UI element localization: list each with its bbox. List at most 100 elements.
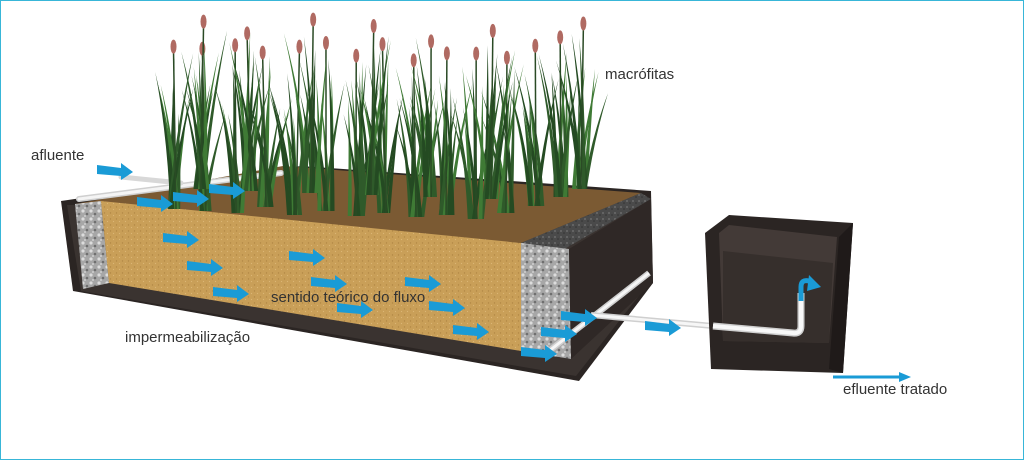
outlet-chamber bbox=[705, 215, 853, 373]
reed-leaf bbox=[381, 93, 404, 213]
reed-flower-head bbox=[232, 38, 239, 53]
reed-leaf bbox=[314, 56, 327, 193]
flow-arrow bbox=[541, 325, 577, 342]
reed-flower-head bbox=[379, 37, 386, 52]
reed-leaf bbox=[399, 98, 423, 217]
reed-leaf bbox=[562, 43, 582, 189]
reed-clump bbox=[354, 19, 391, 196]
reed-stem bbox=[200, 25, 205, 190]
reed-leaf bbox=[267, 98, 293, 207]
reed-leaf bbox=[214, 84, 240, 213]
reed-clump bbox=[155, 39, 194, 210]
reed-flower-head bbox=[580, 16, 587, 31]
flow-arrows bbox=[97, 163, 821, 362]
reed-leaf bbox=[219, 97, 236, 213]
flow-arrow bbox=[645, 319, 681, 336]
reed-flower-head bbox=[322, 35, 329, 50]
reed-leaf bbox=[439, 60, 448, 216]
reed-flower-head bbox=[370, 19, 377, 34]
chamber-riser-pipe bbox=[712, 293, 805, 337]
reed-leaf bbox=[490, 56, 513, 200]
reed-stem bbox=[172, 50, 177, 210]
reed-leaf bbox=[229, 42, 252, 191]
flow-arrow bbox=[453, 323, 489, 340]
reed-leaf bbox=[245, 84, 270, 191]
reed-leaf bbox=[462, 107, 478, 219]
flow-arrow bbox=[429, 299, 465, 316]
reed-leaf bbox=[582, 93, 609, 189]
reed-stem bbox=[261, 56, 267, 208]
reed-leaf bbox=[536, 56, 559, 197]
reed-leaf bbox=[271, 90, 295, 215]
reed-clump bbox=[229, 26, 270, 192]
reed-flower-head bbox=[489, 23, 496, 38]
reed-clump bbox=[181, 14, 228, 190]
reed-leaf bbox=[452, 96, 472, 219]
reed-stem bbox=[381, 48, 387, 214]
reed-leaf bbox=[386, 106, 401, 213]
flow-arrow bbox=[405, 275, 441, 292]
reed-leaf bbox=[155, 71, 175, 209]
reed-leaf bbox=[247, 105, 273, 207]
liner-label: impermeabilização bbox=[125, 329, 251, 346]
reed-leaf bbox=[462, 66, 473, 219]
chamber-flow-arrowhead bbox=[807, 275, 821, 291]
reed-leaf bbox=[438, 97, 458, 215]
reed-stem bbox=[310, 23, 314, 194]
reed-leaf bbox=[295, 93, 307, 193]
reed-clump bbox=[480, 50, 524, 214]
reed-flower-head bbox=[410, 53, 417, 68]
reed-clump bbox=[536, 30, 579, 198]
reed-flower-head bbox=[473, 46, 480, 61]
reed-clump bbox=[433, 46, 473, 216]
reed-leaf bbox=[354, 82, 367, 195]
reed-leaf bbox=[366, 48, 381, 196]
reed-stem bbox=[445, 57, 448, 216]
flow-arrow bbox=[173, 190, 209, 207]
reed-leaf bbox=[356, 77, 371, 195]
reed-leaf bbox=[396, 98, 413, 217]
plants-label: macrófitas bbox=[605, 66, 675, 83]
reed-leaf bbox=[465, 75, 490, 199]
reed-leaf bbox=[492, 81, 513, 199]
reed-flower-head bbox=[200, 14, 207, 29]
reed-leaf bbox=[328, 58, 335, 211]
reed-clump bbox=[465, 23, 516, 200]
reed-flower-head bbox=[170, 39, 177, 54]
reed-flower-head bbox=[503, 50, 510, 65]
inlet-label: afluente bbox=[31, 147, 85, 164]
reed-flower-head bbox=[532, 38, 539, 53]
reed-leaf bbox=[167, 53, 194, 210]
flow-arrow bbox=[209, 182, 245, 199]
reed-clump bbox=[283, 12, 327, 194]
effluent-arrow bbox=[833, 372, 911, 382]
reed-stem bbox=[370, 30, 375, 196]
flow-arrow bbox=[187, 259, 223, 276]
reed-flower-head bbox=[244, 26, 251, 41]
flow-arrow bbox=[163, 231, 199, 248]
flow-arrow bbox=[337, 301, 373, 318]
reed-flower-head bbox=[443, 46, 450, 61]
flow-arrow bbox=[137, 195, 173, 212]
reed-clump bbox=[509, 38, 559, 207]
reed-stem bbox=[246, 37, 252, 192]
reed-leaf bbox=[362, 99, 389, 213]
reed-leaf bbox=[538, 54, 563, 197]
effluent-label: efluente tratado bbox=[843, 381, 948, 398]
reed-stem bbox=[534, 49, 537, 207]
reed-flower-head bbox=[557, 30, 564, 45]
reed-flower-head bbox=[353, 48, 360, 63]
reed-leaf bbox=[373, 36, 389, 196]
reed-stem bbox=[412, 64, 417, 218]
reed-flower-head bbox=[428, 34, 435, 49]
reed-leaf bbox=[426, 99, 439, 197]
reed-leaf bbox=[522, 105, 534, 206]
reed-flower-head bbox=[259, 45, 266, 60]
reed-leaf bbox=[410, 75, 415, 217]
reed-clump bbox=[409, 34, 439, 198]
reed-leaf bbox=[345, 79, 365, 216]
reed-leaf bbox=[534, 79, 559, 206]
reed-leaf bbox=[307, 91, 329, 211]
reed-leaf bbox=[447, 83, 473, 216]
